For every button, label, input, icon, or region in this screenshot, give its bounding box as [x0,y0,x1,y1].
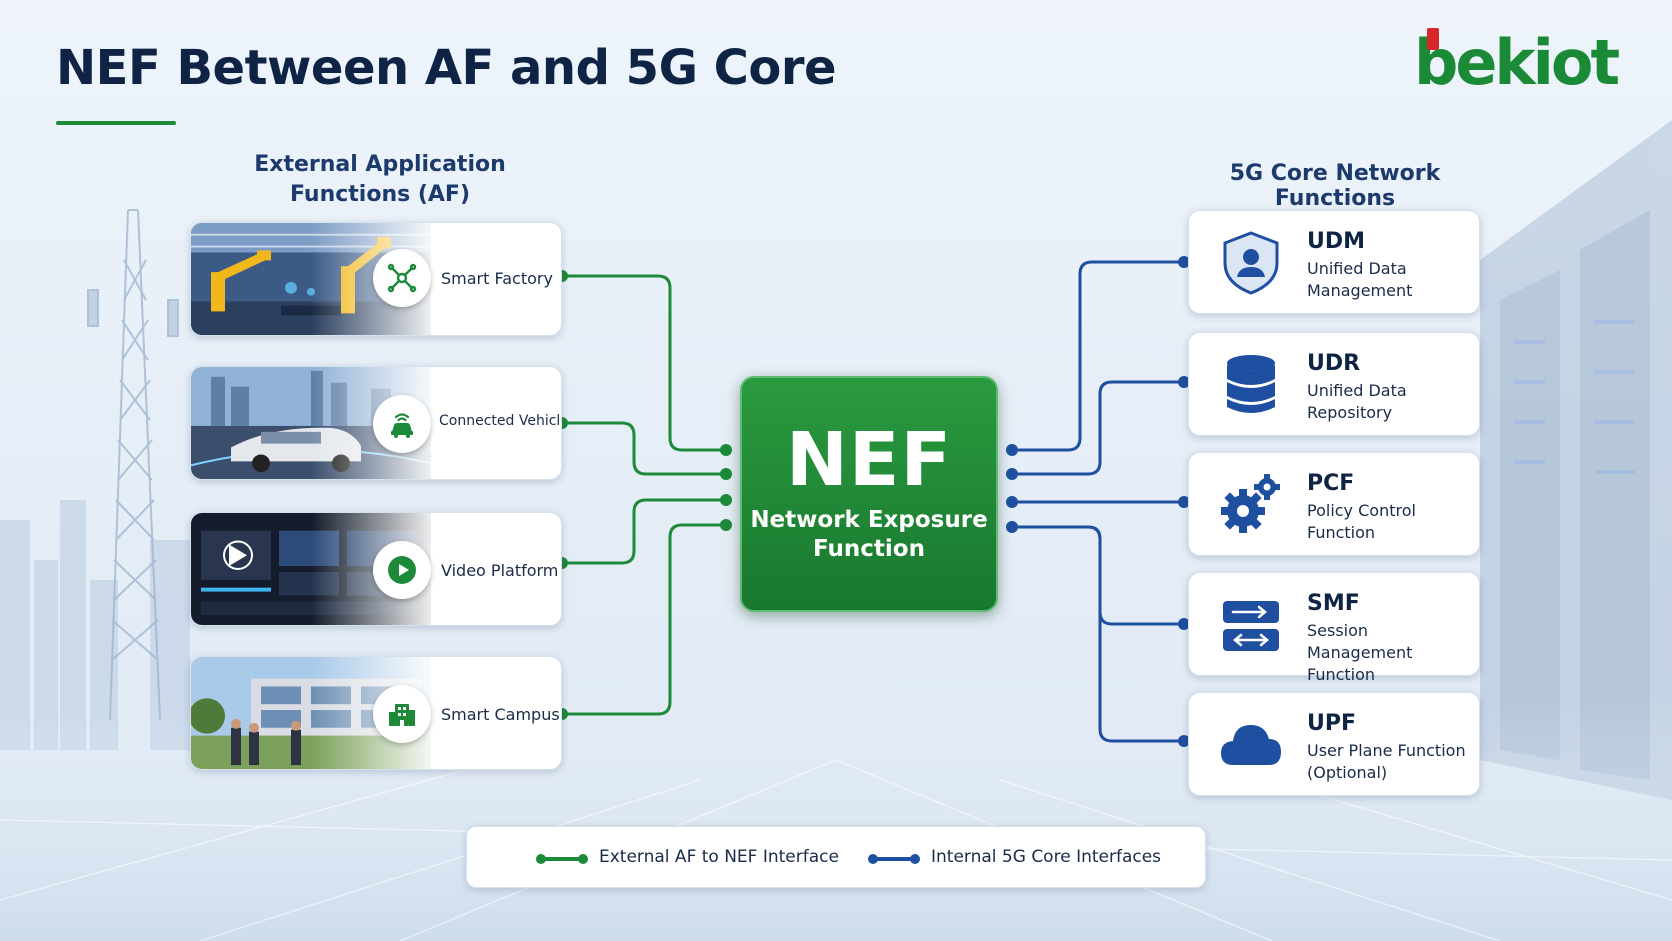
core-desc: Unified Data Management [1307,259,1413,300]
nef-title: NEF [785,417,953,503]
core-card-udr[interactable]: UDR Unified Data Repository [1188,332,1480,436]
play-icon [373,541,431,599]
legend-label-external: External AF to NEF Interface [599,847,839,867]
database-icon [1227,355,1275,413]
connector-udm [1012,260,1184,452]
session-arrows-icon [1223,601,1279,651]
title-underline [56,121,176,125]
af-label: Smart Campus [441,705,560,724]
af-label: Video Platform [441,561,559,580]
connector-upf [1012,525,1184,743]
core-card-upf[interactable]: UPF User Plane Function (Optional) [1188,692,1480,796]
car-signal-icon [373,395,431,453]
connector-smf [1012,525,1184,626]
core-abbr: SMF [1307,591,1360,616]
af-card-connected-vehicle[interactable]: Connected Vehicle [190,366,562,480]
nef-box[interactable]: NEF Network Exposure Function [740,376,998,612]
core-abbr: PCF [1307,471,1355,496]
af-card-video-platform[interactable]: Video Platform [190,512,562,626]
connector-connected-vehicle [562,421,726,476]
core-card-udm[interactable]: UDM Unified Data Management [1188,210,1480,314]
af-section-heading: External Application Functions (AF) [254,152,506,207]
shield-user-icon [1223,231,1279,295]
legend-swatch-internal [868,854,920,864]
connector-smart-campus [562,523,726,716]
core-card-pcf[interactable]: PCF Policy Control Function [1188,452,1480,556]
nef-subtitle: Network Exposure Function [750,507,988,562]
connector-video-platform [562,498,726,565]
af-label: Connected Vehicle [439,413,562,429]
logo-text: bekiot [1414,26,1620,99]
core-card-smf[interactable]: SMF Session Management Function [1188,572,1480,684]
core-desc: Policy Control Function [1307,501,1416,542]
robot-arm-icon [373,249,431,307]
legend-swatch-external [536,854,588,864]
brand-logo: bekiot [1414,28,1624,98]
logo-accent-mark [1427,28,1439,50]
core-abbr: UPF [1307,711,1357,736]
cloud-icon [1221,725,1281,765]
legend-label-internal: Internal 5G Core Interfaces [931,847,1162,867]
af-label: Smart Factory [441,269,553,288]
core-desc: Session Management Function [1307,621,1413,684]
core-section-heading: 5G Core Network Functions [1229,161,1441,211]
core-abbr: UDR [1307,351,1361,376]
core-desc: User Plane Function (Optional) [1307,741,1466,782]
af-card-smart-factory[interactable]: Smart Factory [190,222,562,336]
connector-udr [1012,380,1184,476]
af-card-smart-campus[interactable]: Smart Campus [190,656,562,770]
core-desc: Unified Data Repository [1307,381,1407,422]
connector-smart-factory [562,274,726,452]
core-abbr: UDM [1307,229,1366,254]
gears-icon [1221,474,1280,533]
page-title: NEF Between AF and 5G Core [56,40,837,96]
legend: External AF to NEF Interface Internal 5G… [466,826,1206,888]
building-icon [373,685,431,743]
